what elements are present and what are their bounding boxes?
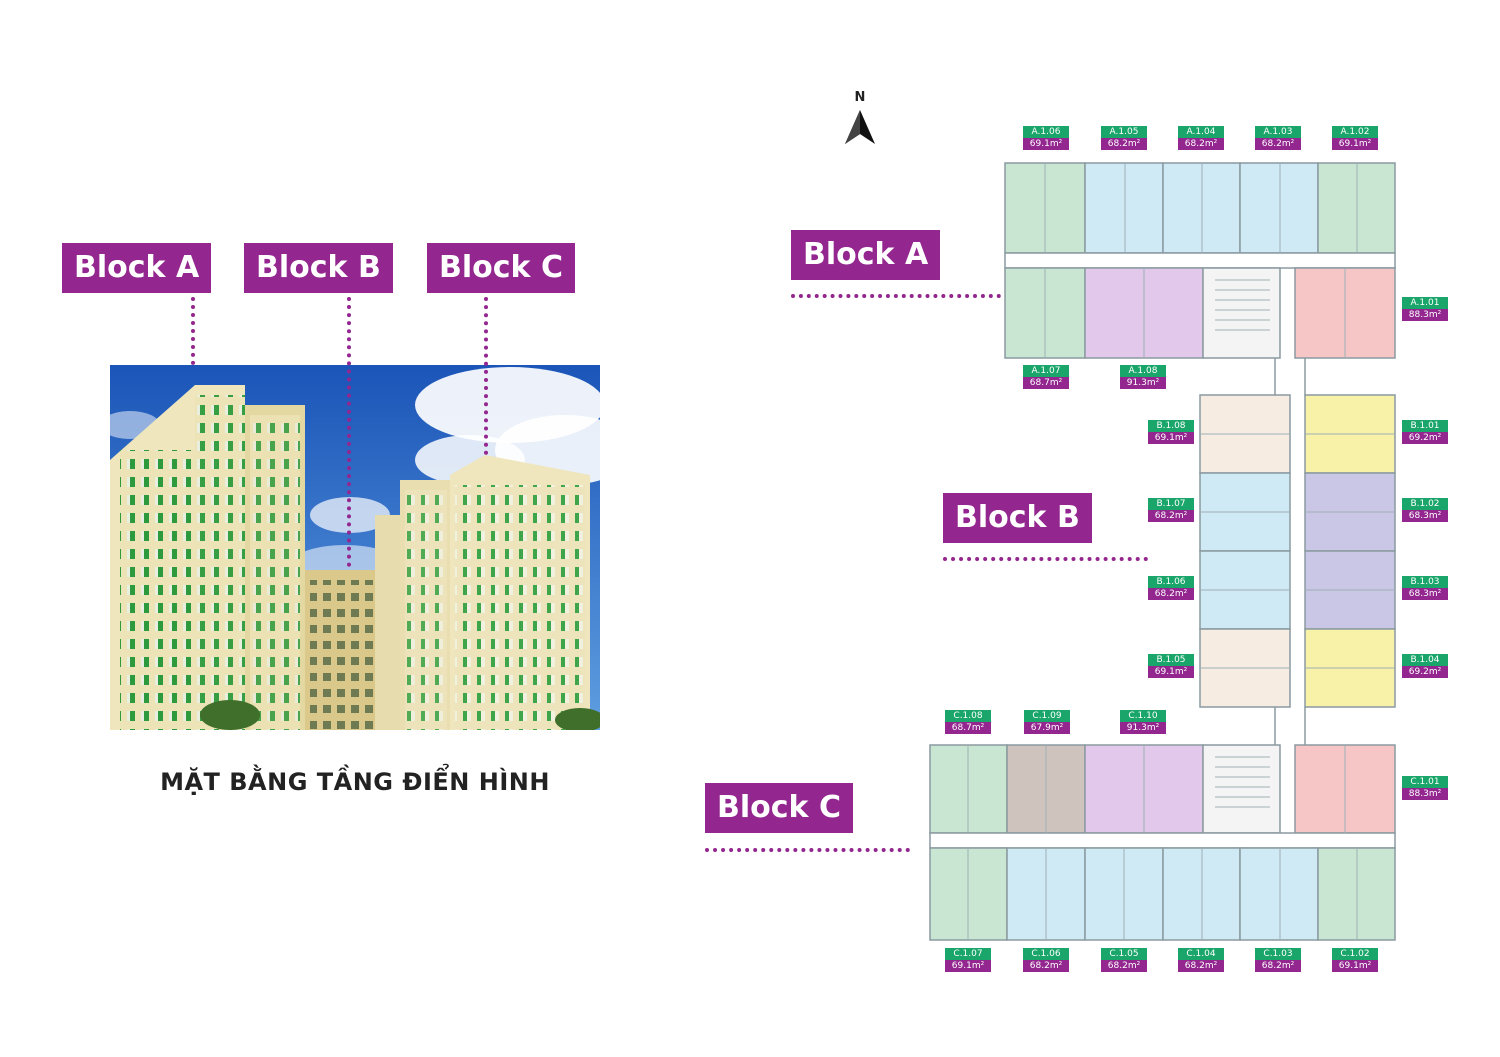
compass-letter: N [854,90,866,105]
plan-block-a-label: Block A [791,230,941,280]
left-block-b-label: Block B [244,243,393,293]
north-arrow-icon [845,110,875,144]
core-c [1202,744,1281,834]
unit-c103 [1239,847,1319,941]
leader-block-a [191,297,195,365]
typical-floor-caption: MẶT BẰNG TẦNG ĐIỂN HÌNH [160,768,550,796]
unit-a105 [1084,162,1164,254]
plan-leader-b [943,557,1148,561]
left-block-a-label: Block A [62,243,212,293]
north-compass: N [843,90,877,150]
floor-plan [920,155,1410,950]
core-a [1202,267,1281,359]
plan-block-c-label: Block C [705,783,853,833]
left-block-c-label: Block C [427,243,575,293]
leader-block-c [484,297,488,455]
building-rendering [110,365,600,730]
unit-a103 [1239,162,1319,254]
plan-block-b-label: Block B [943,493,1092,543]
plan-leader-a [791,294,1001,298]
plan-leader-c [705,848,910,852]
leader-block-b [347,297,351,567]
